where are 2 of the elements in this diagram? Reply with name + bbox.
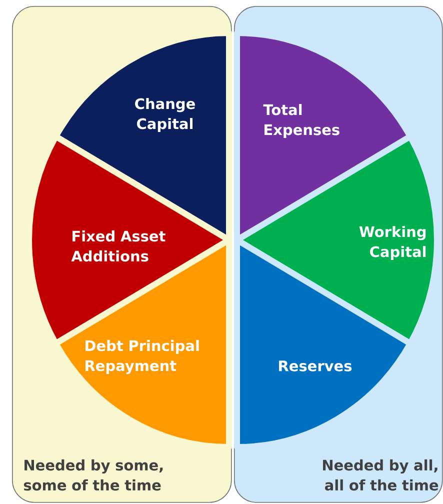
panel-caption: Needed by all, all of the time: [323, 459, 438, 491]
panel-caption: Needed by some, some of the time: [24, 459, 163, 491]
